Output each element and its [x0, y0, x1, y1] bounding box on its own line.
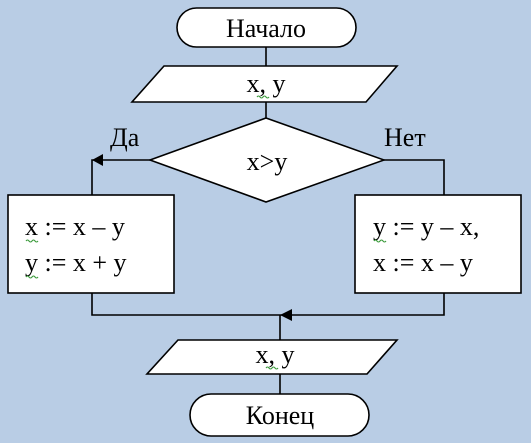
end-label: Конец: [246, 401, 315, 430]
yes-process-box: [7, 194, 175, 294]
input-parallelogram: [130, 65, 399, 103]
no-label: Нет: [384, 123, 426, 152]
no-process-line-1: y := y – x,: [373, 212, 479, 241]
output-label: x, y: [256, 340, 295, 369]
arrowhead-yes-icon: [92, 154, 103, 166]
spellcheck-squiggle-icon: [265, 366, 279, 370]
spellcheck-squiggle-icon: [373, 239, 387, 243]
connector-no-merge: [280, 293, 445, 316]
spellcheck-squiggle-icon: [25, 275, 39, 279]
yes-label: Да: [110, 123, 140, 152]
condition-label: x>y: [247, 147, 288, 176]
output-parallelogram: [145, 339, 399, 375]
start-terminal: [176, 7, 357, 48]
input-label: x, y: [247, 69, 286, 98]
connector-yes-merge: [91, 293, 280, 316]
spellcheck-squiggle-icon: [25, 239, 39, 243]
end-terminal: [189, 393, 370, 437]
yes-process-line-1: x := x – y: [25, 212, 125, 241]
connector-no-branch: [384, 159, 445, 195]
no-process-line-2: x := x – y: [373, 248, 473, 277]
condition-diamond: [147, 117, 387, 203]
arrowhead-merge-icon: [280, 309, 292, 321]
spellcheck-squiggle-icon: [256, 95, 270, 99]
connector-yes-branch: [91, 159, 150, 195]
start-label: Начало: [226, 14, 306, 43]
yes-process-line-2: y := x + y: [25, 248, 127, 277]
no-process-box: [354, 194, 522, 294]
